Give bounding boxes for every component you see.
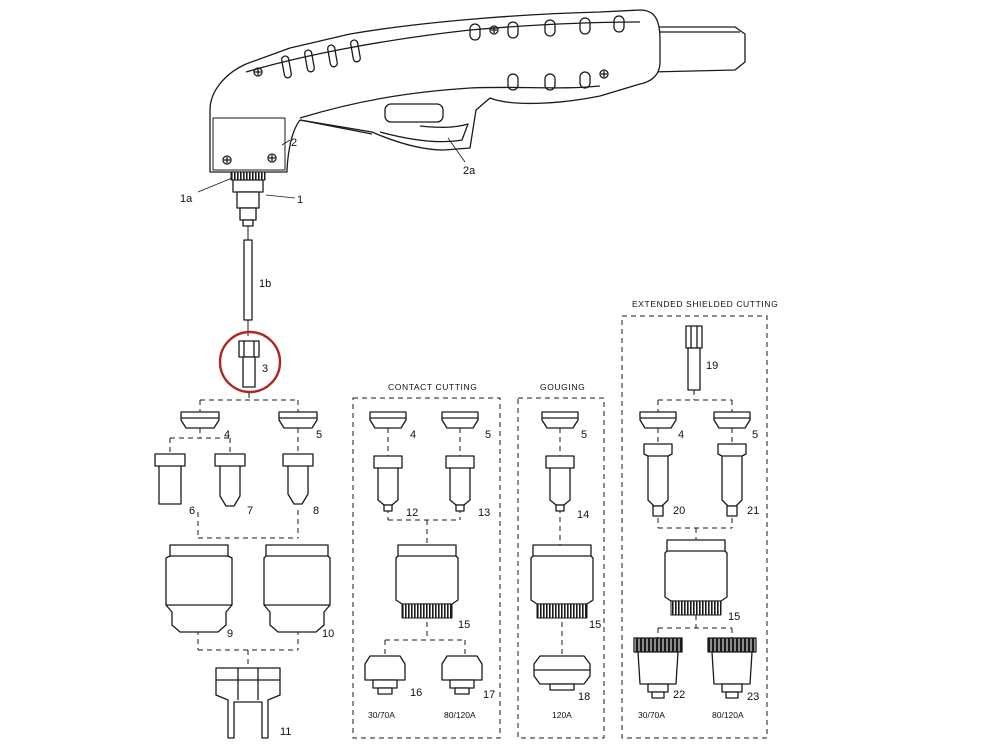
- part-number-labels: 2 2a 1a 1 1b 3 4 5 6 7 8 9 10 11 CONTACT…: [180, 137, 778, 738]
- section-title-gouging: GOUGING: [540, 382, 585, 392]
- label-18: 18: [578, 691, 590, 703]
- label-15-contact: 15: [458, 619, 470, 631]
- label-12: 12: [406, 507, 418, 519]
- label-7: 7: [247, 505, 253, 517]
- label-17: 17: [483, 689, 495, 701]
- label-23: 23: [747, 691, 759, 703]
- gouging-box: [517, 397, 605, 739]
- label-1a: 1a: [180, 193, 193, 205]
- label-20: 20: [673, 505, 685, 517]
- label-2: 2: [291, 137, 297, 149]
- label-3: 3: [262, 363, 268, 375]
- label-21: 21: [747, 505, 759, 517]
- swirl-ring-part: [238, 340, 260, 388]
- label-2a: 2a: [463, 165, 476, 177]
- section-title-contact: CONTACT CUTTING: [388, 382, 477, 392]
- label-22: 22: [673, 689, 685, 701]
- extended-shielded-parts: [633, 325, 757, 699]
- torch-handle: [209, 9, 746, 173]
- label-16: 16: [410, 687, 422, 699]
- section-title-extended: EXTENDED SHIELDED CUTTING: [632, 299, 778, 309]
- label-10: 10: [322, 628, 334, 640]
- amp-23: 80/120A: [712, 710, 744, 720]
- label-9: 9: [227, 628, 233, 640]
- label-4-ext: 4: [678, 429, 684, 441]
- extended-shielded-box: [621, 315, 768, 739]
- label-1: 1: [297, 194, 303, 206]
- label-5-ext: 5: [752, 429, 758, 441]
- label-1b: 1b: [259, 278, 271, 290]
- label-8: 8: [313, 505, 319, 517]
- main-column-parts: [154, 411, 331, 739]
- torch-head-connector: [230, 171, 266, 227]
- label-14: 14: [577, 509, 589, 521]
- contact-cutting-box: [352, 397, 501, 739]
- label-4-contact: 4: [410, 429, 416, 441]
- amp-22: 30/70A: [638, 710, 665, 720]
- gouging-parts: [530, 411, 594, 691]
- label-5-main: 5: [316, 429, 322, 441]
- label-15-gouge: 15: [589, 619, 601, 631]
- contact-cutting-parts: [364, 411, 483, 695]
- amp-17: 80/120A: [444, 710, 476, 720]
- label-6: 6: [189, 505, 195, 517]
- label-11: 11: [280, 726, 291, 738]
- label-19: 19: [706, 360, 718, 372]
- label-5-gouge: 5: [581, 429, 587, 441]
- label-5-contact: 5: [485, 429, 491, 441]
- gas-tube: [243, 226, 253, 336]
- amp-18: 120A: [552, 710, 572, 720]
- highlight-circle: [218, 330, 282, 394]
- amp-16: 30/70A: [368, 710, 395, 720]
- label-4-main: 4: [224, 429, 230, 441]
- label-15-ext: 15: [728, 611, 740, 623]
- label-13: 13: [478, 507, 490, 519]
